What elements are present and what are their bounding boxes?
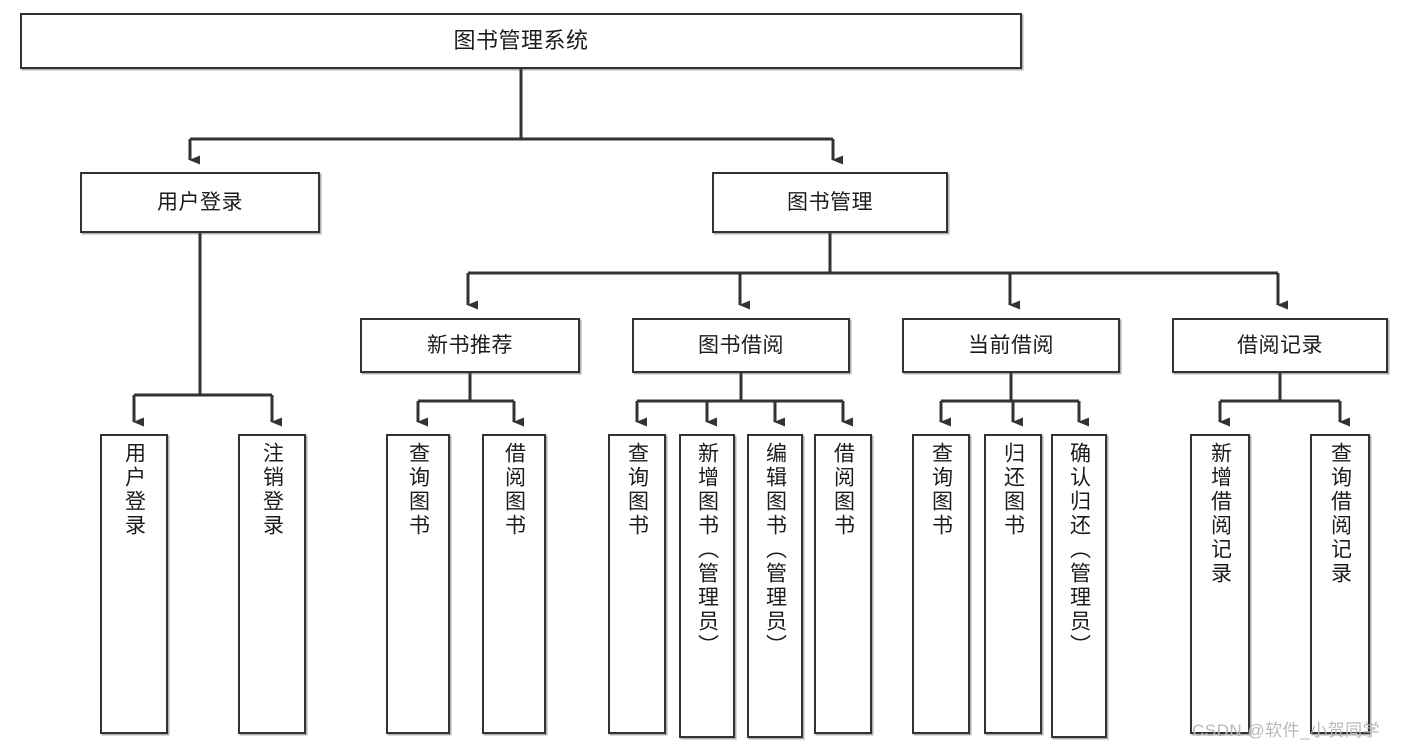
node-current-borrow[interactable]: 当前借阅 [902,318,1120,373]
node-leaf-return-book[interactable]: 归还图书 [984,434,1042,734]
node-borrow-record-label: 借阅记录 [1237,333,1323,357]
node-leaf-logout-label: 注销登录 [260,442,284,538]
node-leaf-return-book-label: 归还图书 [1001,442,1025,538]
node-leaf-query-book-3[interactable]: 查询图书 [912,434,970,734]
node-leaf-query-borrow-record-label: 查询借阅记录 [1328,442,1352,586]
node-leaf-query-book-3-label: 查询图书 [929,442,953,538]
node-leaf-borrow-book-2-label: 借阅图书 [831,442,855,538]
node-leaf-logout[interactable]: 注销登录 [238,434,306,734]
node-new-book-recommend[interactable]: 新书推荐 [360,318,580,373]
node-leaf-query-book-2[interactable]: 查询图书 [608,434,666,734]
node-borrow-record[interactable]: 借阅记录 [1172,318,1388,373]
node-leaf-edit-book-admin-label: 编辑图书（管理员） [763,442,787,658]
node-leaf-query-book-1[interactable]: 查询图书 [386,434,450,734]
node-leaf-confirm-return-admin[interactable]: 确认归还（管理员） [1051,434,1107,738]
node-new-book-recommend-label: 新书推荐 [427,333,513,357]
node-leaf-add-book-admin[interactable]: 新增图书（管理员） [679,434,735,738]
node-leaf-add-borrow-record[interactable]: 新增借阅记录 [1190,434,1250,734]
csdn-watermark: CSDN @软件_小贺同学 [1192,721,1381,740]
node-current-borrow-label: 当前借阅 [968,333,1054,357]
node-book-borrow-label: 图书借阅 [698,333,784,357]
node-leaf-user-login[interactable]: 用户登录 [100,434,168,734]
node-leaf-add-borrow-record-label: 新增借阅记录 [1208,442,1232,586]
node-user-login-label: 用户登录 [157,190,243,214]
node-leaf-query-borrow-record[interactable]: 查询借阅记录 [1310,434,1370,734]
node-leaf-borrow-book-1-label: 借阅图书 [502,442,526,538]
node-leaf-add-book-admin-label: 新增图书（管理员） [695,442,719,658]
node-leaf-query-book-2-label: 查询图书 [625,442,649,538]
node-book-borrow[interactable]: 图书借阅 [632,318,850,373]
node-leaf-borrow-book-2[interactable]: 借阅图书 [814,434,872,734]
node-user-login[interactable]: 用户登录 [80,172,320,233]
node-book-manage[interactable]: 图书管理 [712,172,948,233]
node-root-label: 图书管理系统 [453,27,589,53]
node-leaf-borrow-book-1[interactable]: 借阅图书 [482,434,546,734]
node-leaf-query-book-1-label: 查询图书 [406,442,430,538]
node-root[interactable]: 图书管理系统 [20,13,1022,69]
node-leaf-edit-book-admin[interactable]: 编辑图书（管理员） [747,434,803,738]
node-book-manage-label: 图书管理 [787,190,873,214]
node-leaf-user-login-label: 用户登录 [122,442,146,538]
node-leaf-confirm-return-admin-label: 确认归还（管理员） [1067,442,1091,658]
